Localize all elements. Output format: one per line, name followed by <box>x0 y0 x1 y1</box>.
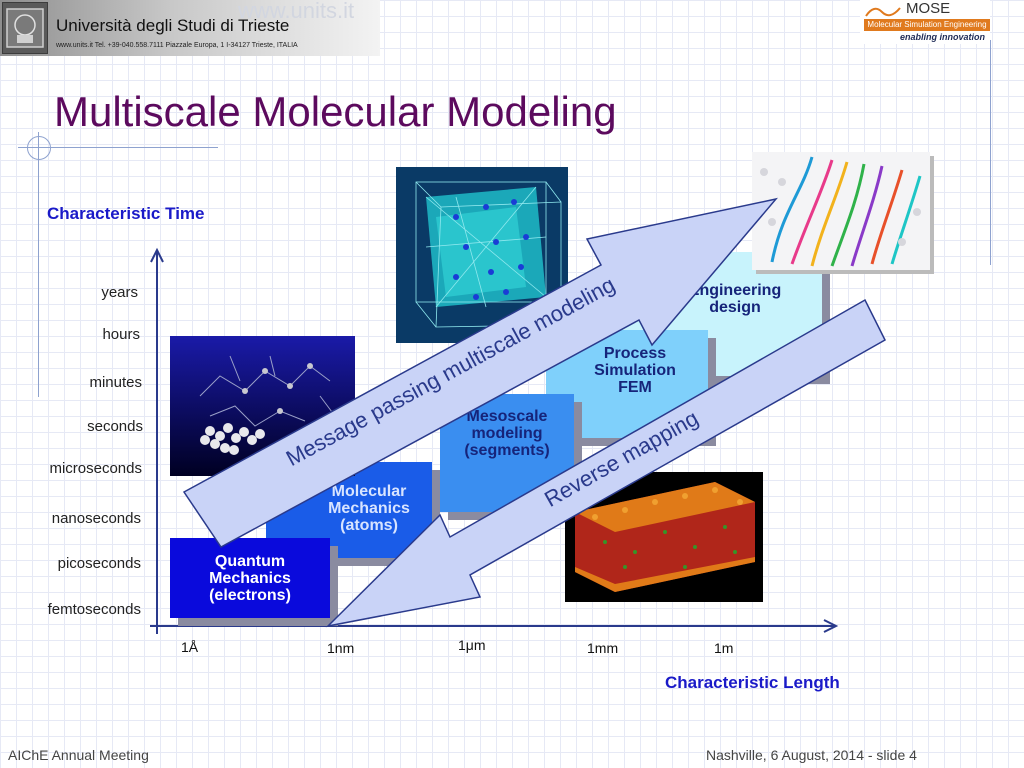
springs-engineering-image <box>752 152 930 270</box>
university-header-band <box>0 0 380 56</box>
reverse-mapping-arrow-shape <box>325 298 886 628</box>
length-axis-title: Characteristic Length <box>665 673 840 692</box>
reverse-mapping-arrow-label: Reverse mapping <box>540 405 702 512</box>
level-label-line: Mesoscale <box>466 407 548 425</box>
mose-wave-icon <box>865 7 901 17</box>
time-tick-label: picoseconds <box>57 555 141 572</box>
time-tick-label: nanoseconds <box>51 510 141 527</box>
level-label-line: (electrons) <box>209 586 291 604</box>
time-tick-label: femtoseconds <box>47 601 141 618</box>
length-tick-label: 1Å <box>181 639 199 655</box>
decorative-line <box>18 147 218 148</box>
level-label-line: Mechanics <box>328 499 410 517</box>
level-label-line: Simulation <box>594 361 676 379</box>
level-label-line: Mechanics <box>209 569 291 587</box>
decorative-line <box>38 132 39 397</box>
university-name: Università degli Studi di Trieste <box>56 16 290 35</box>
university-seal-logo <box>2 2 48 54</box>
footer-slide-info: Nashville, 6 August, 2014 - slide 4 <box>706 747 917 763</box>
level-label-line: FEM <box>618 378 652 396</box>
length-tick-label: 1nm <box>327 640 355 656</box>
decorative-line <box>990 40 991 265</box>
decorative-circle <box>27 136 51 160</box>
mose-tagline: enabling innovation <box>900 32 985 42</box>
slide-title: Multiscale Molecular Modeling <box>54 88 617 135</box>
level-label-line: modeling <box>471 424 543 442</box>
mose-subtitle: Molecular Simulation Engineering <box>864 19 990 31</box>
length-tick-label: 1m <box>714 640 734 656</box>
mose-title: MOSE <box>906 0 951 17</box>
level-label-line: (atoms) <box>340 516 398 534</box>
level-label-line: Process <box>603 344 667 362</box>
length-tick-label: 1μm <box>458 637 486 653</box>
time-tick-label: microseconds <box>49 460 142 477</box>
level-label-line: (segments) <box>464 441 550 459</box>
level-label-line: Engineering <box>688 282 782 299</box>
time-axis-arrowhead <box>150 247 164 263</box>
membrane-simulation-image <box>565 472 763 602</box>
footer-event: AIChE Annual Meeting <box>8 747 149 763</box>
time-tick-label: hours <box>102 326 140 343</box>
message-passing-arrow-shape <box>182 197 778 548</box>
university-web-watermark: www.units.it <box>238 0 355 23</box>
time-tick-label: seconds <box>87 418 143 435</box>
length-tick-label: 1mm <box>587 640 619 656</box>
length-axis-arrowhead <box>823 619 839 633</box>
level-label-line: design <box>709 299 761 316</box>
time-axis-title: Characteristic Time <box>47 204 205 223</box>
time-tick-label: minutes <box>89 374 142 391</box>
university-address: www.units.it Tel. +39-040.558.7111 Piazz… <box>56 42 298 49</box>
time-tick-label: years <box>101 284 138 301</box>
level-label-line: Quantum <box>214 552 286 570</box>
level-label-line: Molecular <box>331 482 407 500</box>
level-box-quantum-mechanics: Quantum Mechanics (electrons) <box>170 538 330 618</box>
